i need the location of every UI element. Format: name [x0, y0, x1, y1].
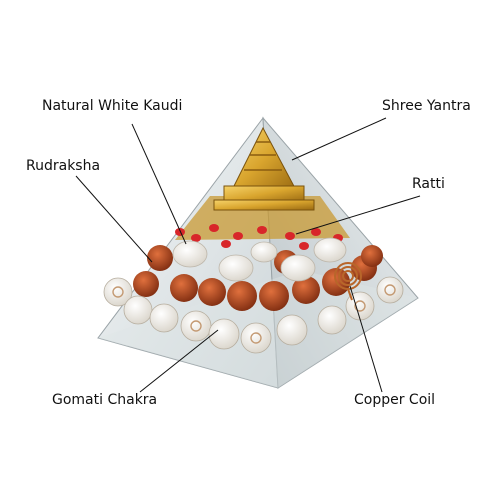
label-gomati-chakra: Gomati Chakra — [52, 392, 158, 408]
label-rudraksha: Rudraksha — [26, 158, 101, 174]
label-ratti: Ratti — [412, 176, 445, 192]
leader-rudraksha — [75, 175, 153, 263]
label-natural-white-kaudi: Natural White Kaudi — [42, 98, 183, 114]
leader-ratti — [295, 195, 421, 235]
label-copper-coil: Copper Coil — [354, 392, 436, 408]
copper-coil — [334, 262, 362, 301]
gomati-chakra-shells — [103, 276, 404, 354]
ratti-seeds — [175, 224, 343, 250]
white-kaudi-shells — [172, 237, 347, 282]
leader-shree-yantra — [291, 117, 387, 161]
callout-lines — [75, 117, 421, 393]
leader-copper-coil — [349, 285, 383, 393]
leader-natural-white-kaudi — [131, 123, 187, 245]
leader-gomati-chakra — [139, 329, 219, 393]
shree-yantra — [213, 126, 315, 211]
label-shree-yantra: Shree Yantra — [382, 98, 471, 114]
